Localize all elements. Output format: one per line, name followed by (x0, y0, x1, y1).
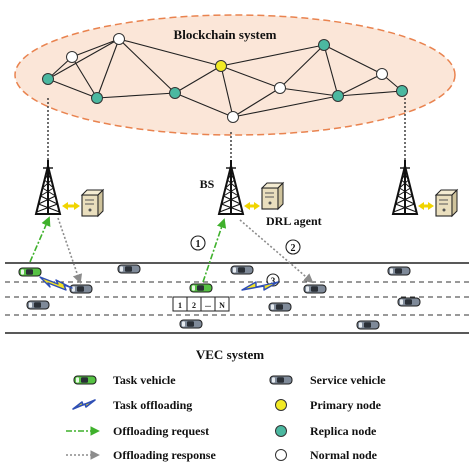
legend-service-vehicle-icon (269, 375, 293, 385)
queue-item-n: N (219, 301, 225, 310)
blockchain-node-normal (66, 51, 78, 63)
legend-offloading-request-label: Offloading request (113, 424, 209, 438)
service-vehicle-5 (69, 284, 93, 294)
service-vehicle-7 (303, 284, 327, 294)
legend-task-vehicle-label: Task vehicle (113, 373, 176, 387)
legend: Task vehicle Service vehicle Task offloa… (66, 373, 386, 462)
queue-item-1: 1 (178, 301, 182, 310)
service-vehicle-8 (26, 300, 50, 310)
drl-agent-server (260, 181, 285, 211)
task-offloading-lightning-2 (241, 281, 279, 291)
blockchain-title: Blockchain system (174, 27, 277, 42)
legend-normal-node-icon (275, 449, 287, 461)
service-vehicle-4 (387, 266, 411, 276)
legend-service-vehicle-label: Service vehicle (310, 373, 386, 387)
server-link-right (418, 202, 434, 210)
base-station-tower-center (217, 160, 245, 215)
queue-item-ellipsis: ... (205, 300, 211, 309)
task-vehicle-6 (189, 283, 213, 293)
server-link-left (62, 202, 80, 210)
blockchain-links (47, 38, 403, 118)
legend-task-offloading-icon (72, 399, 96, 410)
edge-server-left (80, 188, 105, 218)
task-vehicle-1 (18, 267, 42, 277)
blockchain-nodes (42, 33, 408, 123)
blockchain-node-normal (227, 111, 239, 123)
blockchain-node-replica (169, 87, 181, 99)
blockchain-node-normal (113, 33, 125, 45)
queue-item-2: 2 (192, 301, 196, 310)
service-vehicle-11 (179, 319, 203, 329)
legend-task-offloading-label: Task offloading (113, 398, 192, 412)
step-3-text: 3 (271, 276, 276, 286)
service-vehicle-9 (268, 302, 292, 312)
blockchain-node-primary (215, 60, 227, 72)
chain-connection-lines (47, 98, 406, 162)
road (5, 262, 469, 334)
drl-agent-label: DRL agent (266, 214, 322, 228)
offloading-request-arrows (29, 216, 227, 283)
task-queue: 1 2 ... N (172, 296, 230, 312)
legend-task-vehicle-icon (73, 375, 97, 385)
step-marker-1: 1 (190, 235, 206, 251)
step-2-text: 2 (291, 243, 296, 254)
legend-normal-node-label: Normal node (310, 448, 378, 462)
offloading-response-arrows (57, 217, 314, 284)
service-vehicle-3 (230, 265, 254, 275)
task-offloading-lightning-1 (39, 276, 73, 291)
step-1-text: 1 (196, 239, 201, 250)
blockchain-node-replica (332, 90, 344, 102)
server-link-center (244, 202, 260, 210)
base-station-tower-left (34, 160, 62, 215)
legend-replica-node-icon (275, 425, 287, 437)
bs-label: BS (200, 177, 215, 191)
blockchain-node-normal (274, 82, 286, 94)
legend-service-vehicle-car (269, 375, 293, 385)
blockchain-node-replica (91, 92, 103, 104)
legend-offloading-response-label: Offloading response (113, 448, 216, 462)
blockchain-node-replica (318, 39, 330, 51)
blockchain-node-replica (42, 73, 54, 85)
service-vehicle-2 (117, 264, 141, 274)
service-vehicle-10 (397, 297, 421, 307)
vec-system-label: VEC system (196, 347, 264, 362)
base-station-tower-right (391, 160, 419, 215)
step-marker-2: 2 (285, 239, 301, 255)
blockchain-node-normal (376, 68, 388, 80)
legend-primary-node-icon (275, 399, 287, 411)
legend-task-vehicle-car (73, 375, 97, 385)
blockchain-node-replica (396, 85, 408, 97)
edge-server-right (434, 188, 459, 218)
legend-primary-node-label: Primary node (310, 398, 382, 412)
legend-replica-node-label: Replica node (310, 424, 377, 438)
service-vehicle-12 (356, 320, 380, 330)
